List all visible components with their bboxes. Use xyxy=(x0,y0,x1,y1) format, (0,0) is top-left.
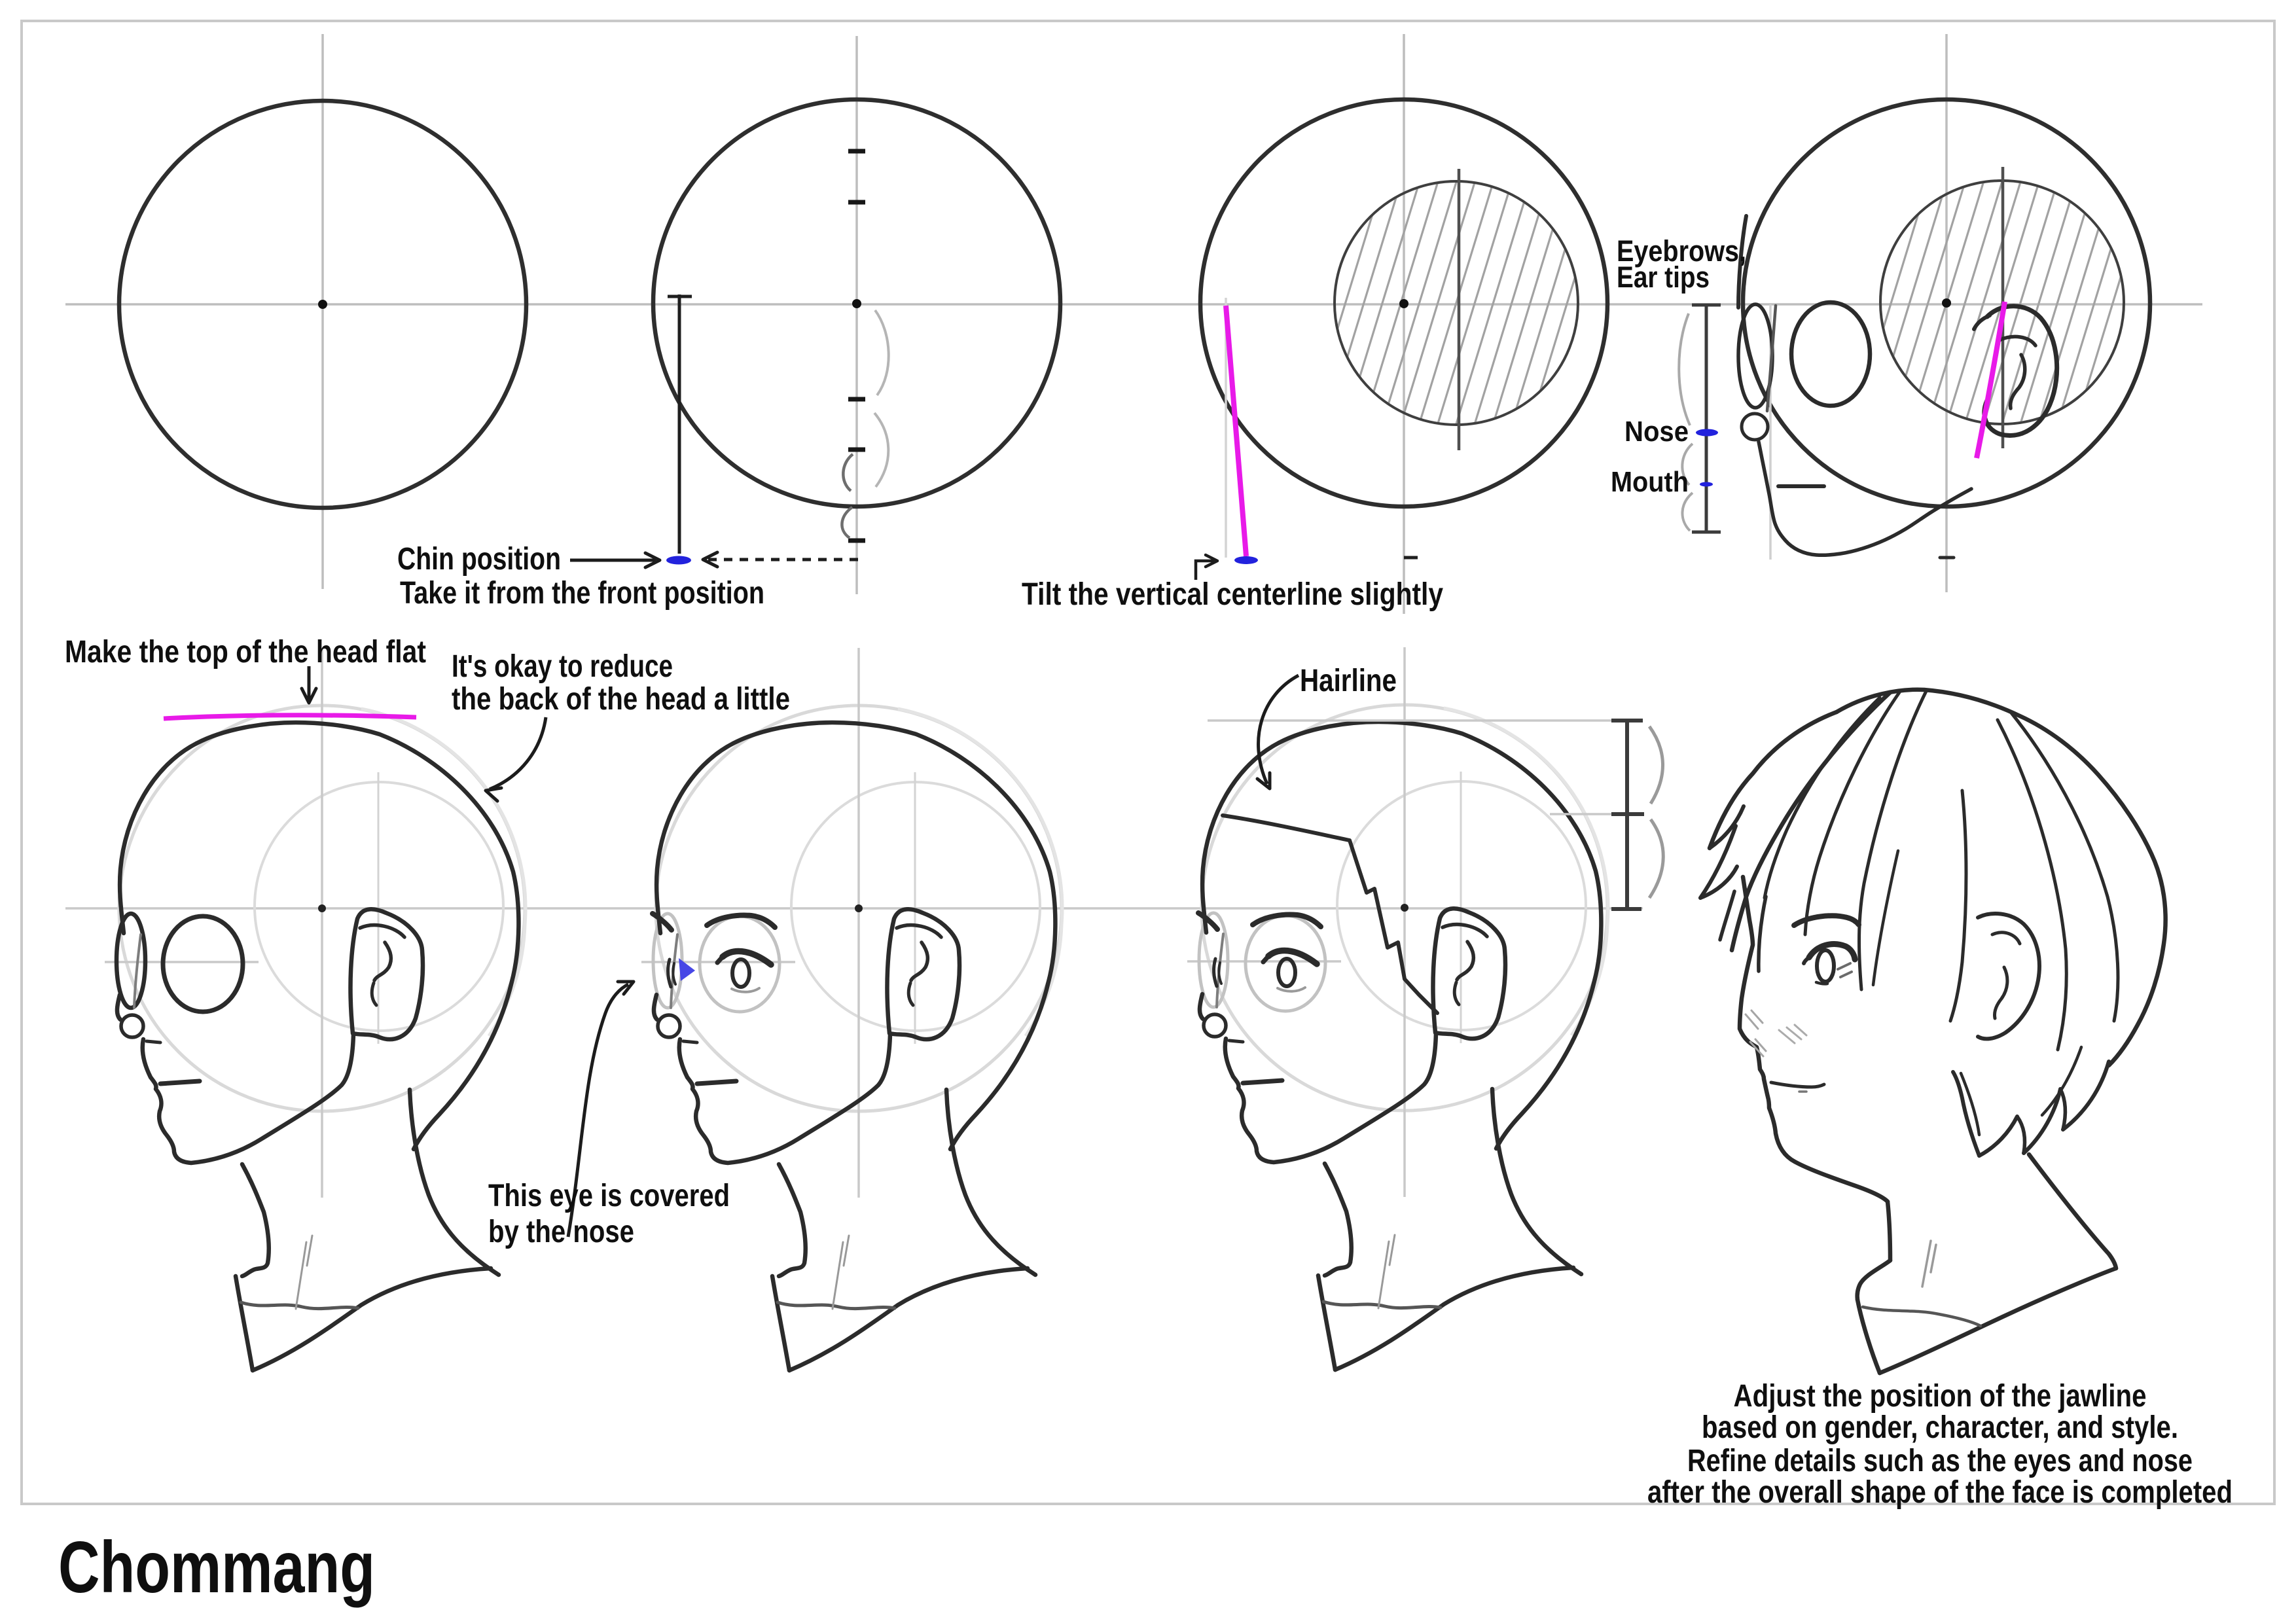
svg-text:Ear tips: Ear tips xyxy=(1617,260,1710,294)
svg-text:Chin position: Chin position xyxy=(397,542,561,577)
svg-text:Mouth: Mouth xyxy=(1611,466,1689,498)
svg-text:It's okay to reduce: It's okay to reduce xyxy=(452,649,673,684)
svg-text:Tilt the vertical centerline s: Tilt the vertical centerline slightly xyxy=(1022,577,1443,612)
svg-text:after the overall shape of the: after the overall shape of the face is c… xyxy=(1647,1475,2233,1510)
svg-text:This eye is covered: This eye is covered xyxy=(488,1179,730,1213)
svg-text:Take it from the front positio: Take it from the front position xyxy=(400,576,764,611)
svg-text:by the nose: by the nose xyxy=(488,1215,634,1249)
svg-text:based on gender, character, an: based on gender, character, and style. xyxy=(1702,1410,2178,1445)
svg-text:Nose: Nose xyxy=(1624,416,1689,448)
svg-text:Eyebrows,: Eyebrows, xyxy=(1617,234,1746,268)
svg-text:Hairline: Hairline xyxy=(1300,664,1397,698)
svg-text:Chommang: Chommang xyxy=(58,1527,375,1608)
svg-text:Adjust the position of the jaw: Adjust the position of the jawline xyxy=(1734,1379,2147,1414)
svg-text:Refine details such as the eye: Refine details such as the eyes and nose xyxy=(1687,1444,2193,1478)
svg-text:Make the top of the head flat: Make the top of the head flat xyxy=(65,635,426,669)
svg-text:the back of the head a little: the back of the head a little xyxy=(452,682,790,717)
